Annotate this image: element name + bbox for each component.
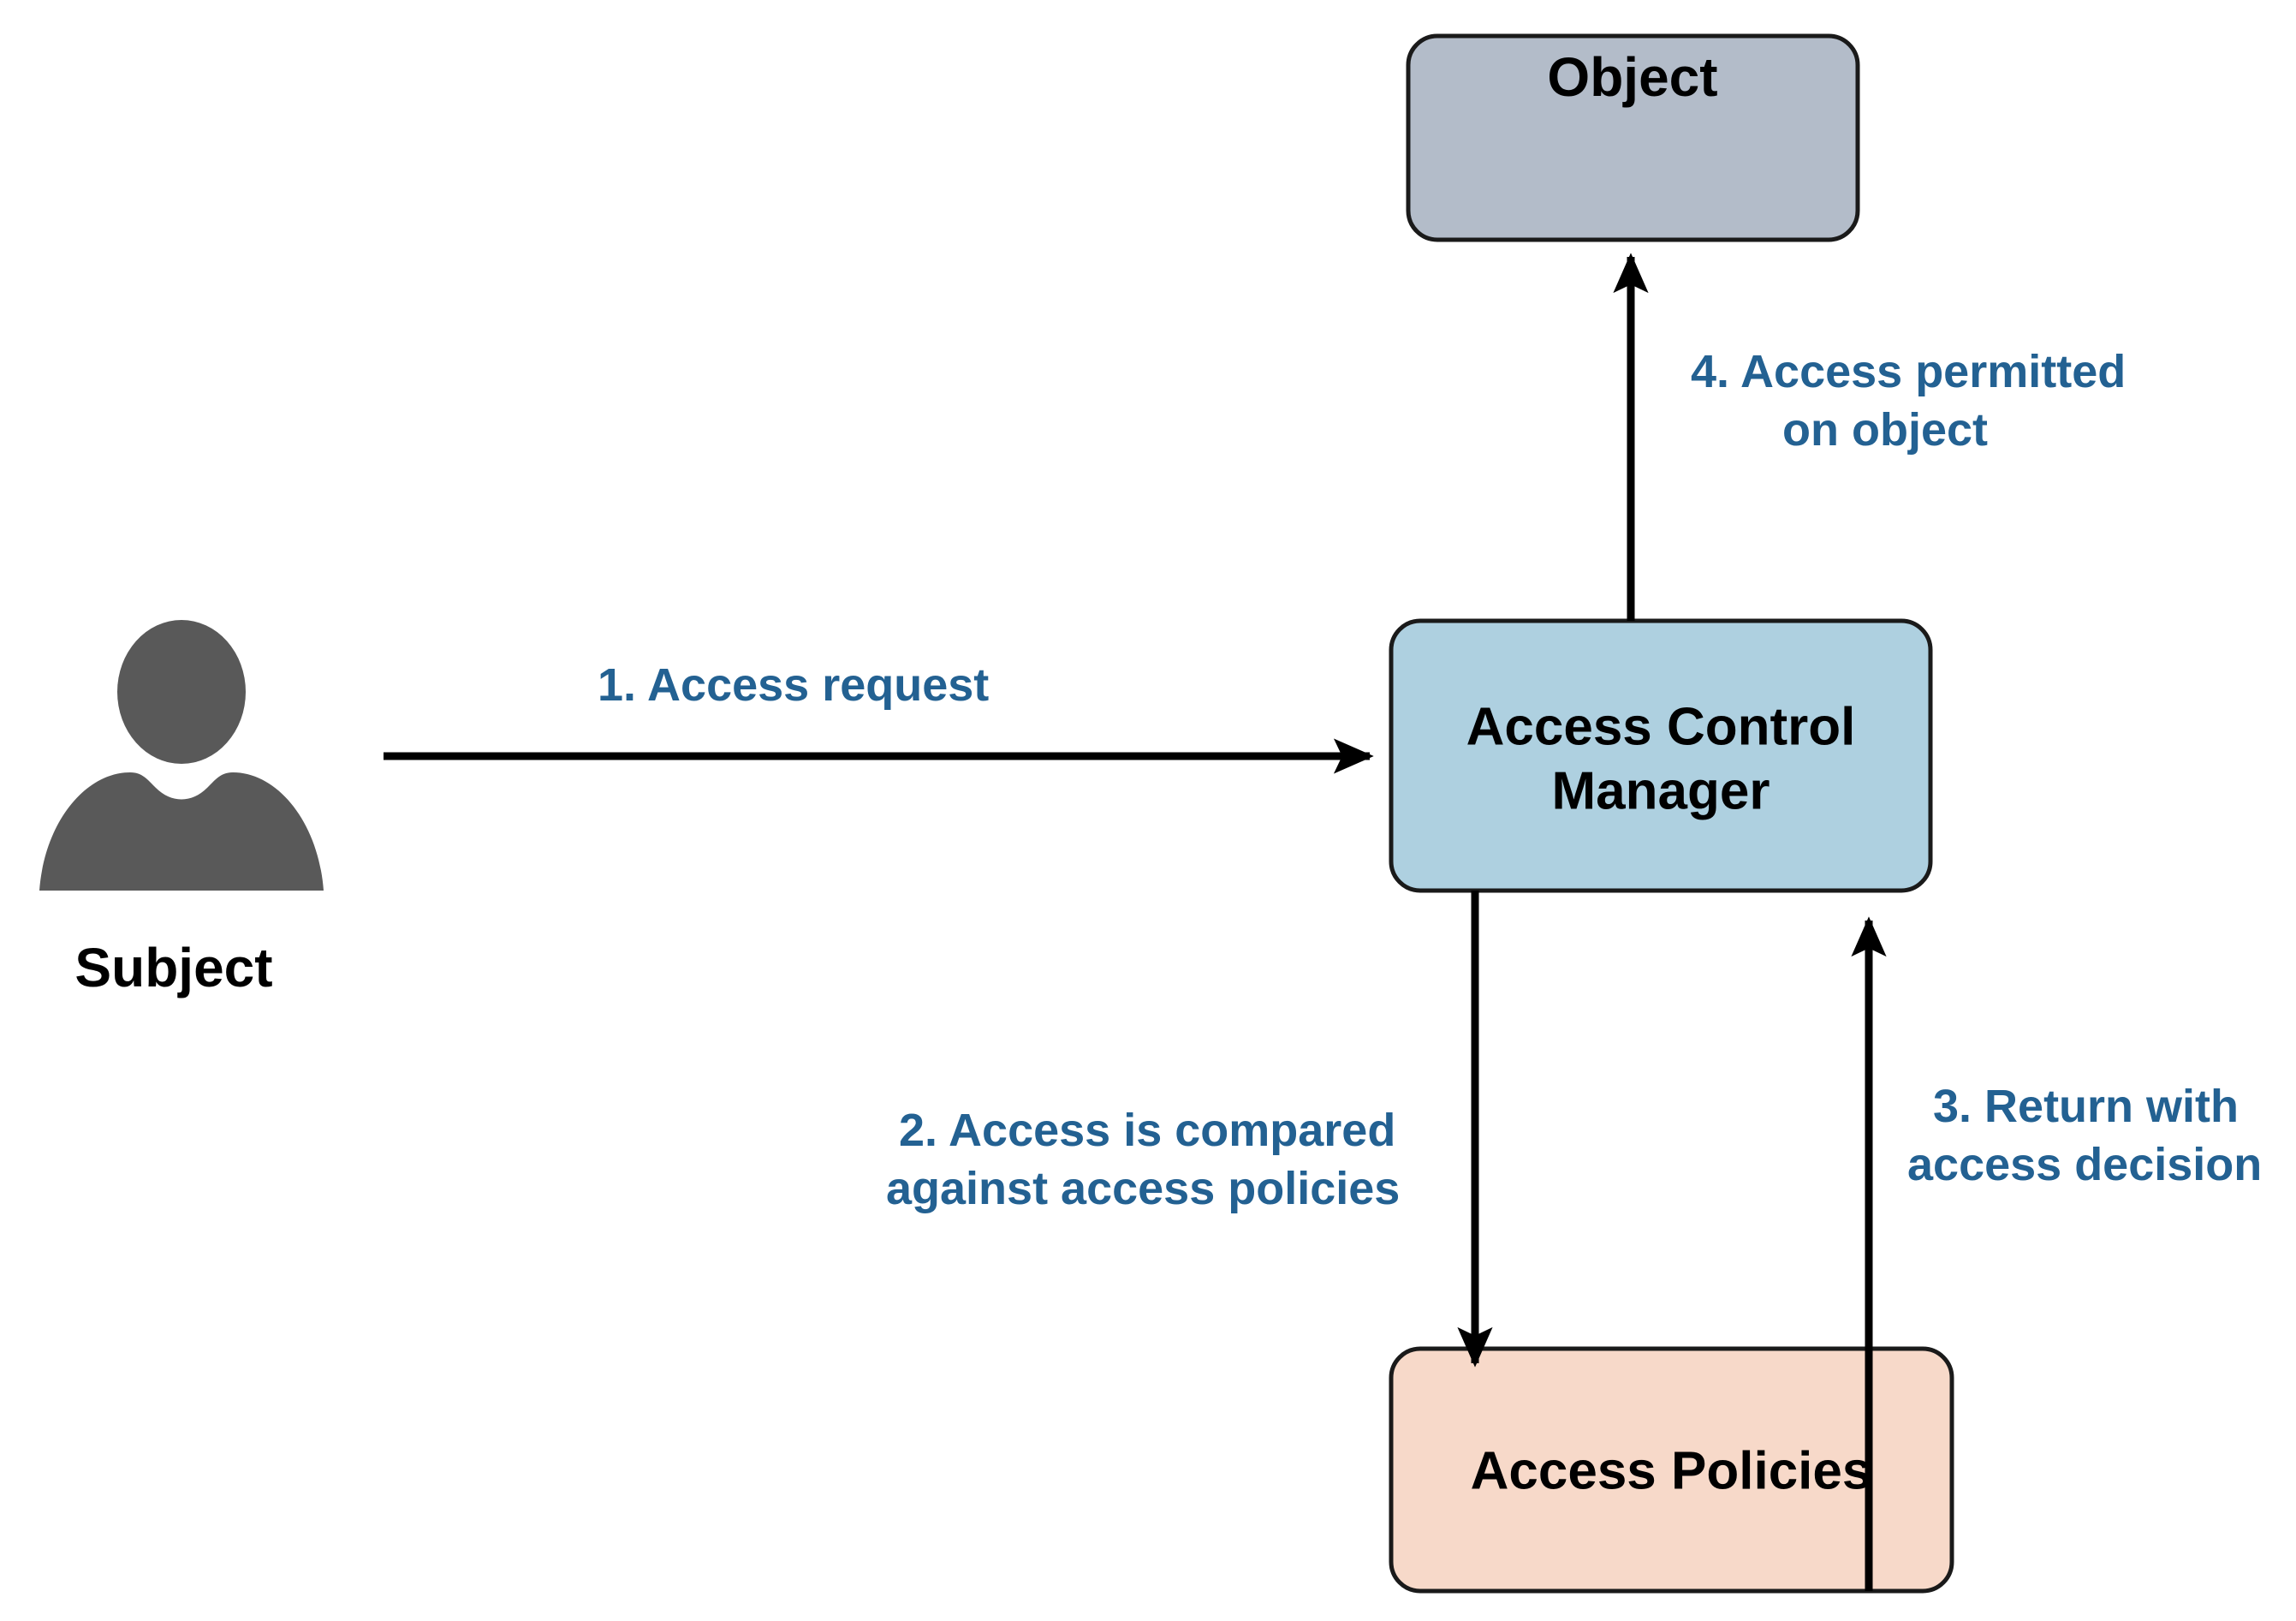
person-head-icon	[117, 620, 246, 764]
edge-3-label-line1: 3. Return with	[1933, 1081, 2239, 1132]
node-object[interactable]: Object	[1406, 33, 1860, 242]
edge-2-label-line1: 2. Access is compared	[899, 1105, 1395, 1156]
node-access-control-manager[interactable]: Access Control Manager	[1389, 618, 1933, 893]
node-access-policies[interactable]: Access Policies	[1389, 1346, 1954, 1594]
edge-access-permitted-on-object: 4. Access permitted on object	[1613, 253, 2126, 621]
edge-1-label-line1: 1. Access request	[598, 659, 989, 711]
edge-4-label-line1: 4. Access permitted	[1691, 346, 2126, 397]
edge-return-with-access-decision: 3. Return with access decision	[1851, 916, 2262, 1591]
edge-4-label-line2: on object	[1782, 404, 1988, 456]
access-control-manager-box[interactable]	[1389, 618, 1933, 893]
edge-access-request: 1. Access request	[384, 659, 1374, 774]
object-label: Object	[1547, 46, 1717, 108]
access-policies-label: Access Policies	[1471, 1441, 1872, 1500]
access-control-manager-label-line1: Access Control	[1466, 697, 1856, 756]
subject-label: Subject	[74, 937, 272, 998]
access-policies-box[interactable]	[1389, 1346, 1954, 1594]
edge-3-label-line2: access decision	[1907, 1139, 2262, 1190]
edge-access-compared-against-policies: 2. Access is compared against access pol…	[886, 891, 1493, 1368]
access-control-manager-label-line2: Manager	[1552, 761, 1770, 820]
object-box[interactable]	[1406, 33, 1860, 242]
edge-2-label-line2: against access policies	[886, 1163, 1400, 1214]
subject-actor: Subject	[39, 620, 324, 998]
person-body-icon	[39, 772, 324, 891]
